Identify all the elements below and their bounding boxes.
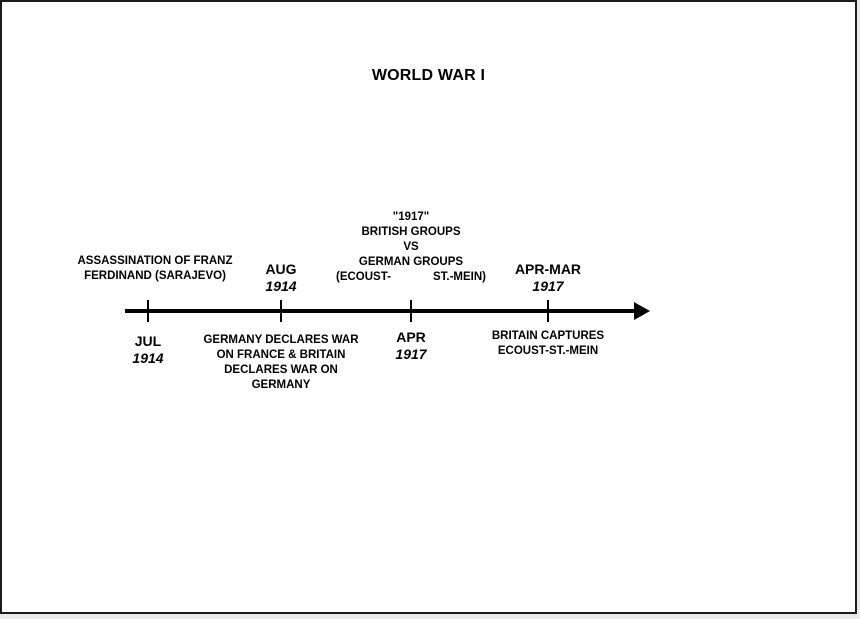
event-month: APR [396,329,426,345]
event-month: APR-MAR [514,261,582,277]
event-year: 1914 [132,350,164,366]
event-year: 1917 [532,278,564,294]
event-apr-mar-1917-date: APR-MAR 1917 [503,261,593,295]
event-apr-mar-1917-description: BRITAIN CAPTURES ECOUST-ST.-MEIN [491,330,605,357]
timeline-arrowhead [634,302,650,320]
event-year: 1914 [265,278,297,294]
event-apr-1917-date: APR 1917 [381,329,441,363]
event-apr-1917-description: "1917" BRITISH GROUPS VS GERMAN GROUPS (… [336,211,486,283]
event-aug-1914-date: AUG 1914 [251,261,311,295]
event-month: AUG [265,261,297,277]
event-jul-1914-description: ASSASSINATION OF FRANZ FERDINAND (SARAJE… [77,255,233,282]
event-month: JUL [134,333,162,349]
timeline-title: WORLD WAR I [371,67,486,84]
event-jul-1914-date: JUL 1914 [118,333,178,367]
event-year: 1917 [395,346,427,362]
event-aug-1914-description: GERMANY DECLARES WAR ON FRANCE & BRITAIN… [203,334,359,391]
